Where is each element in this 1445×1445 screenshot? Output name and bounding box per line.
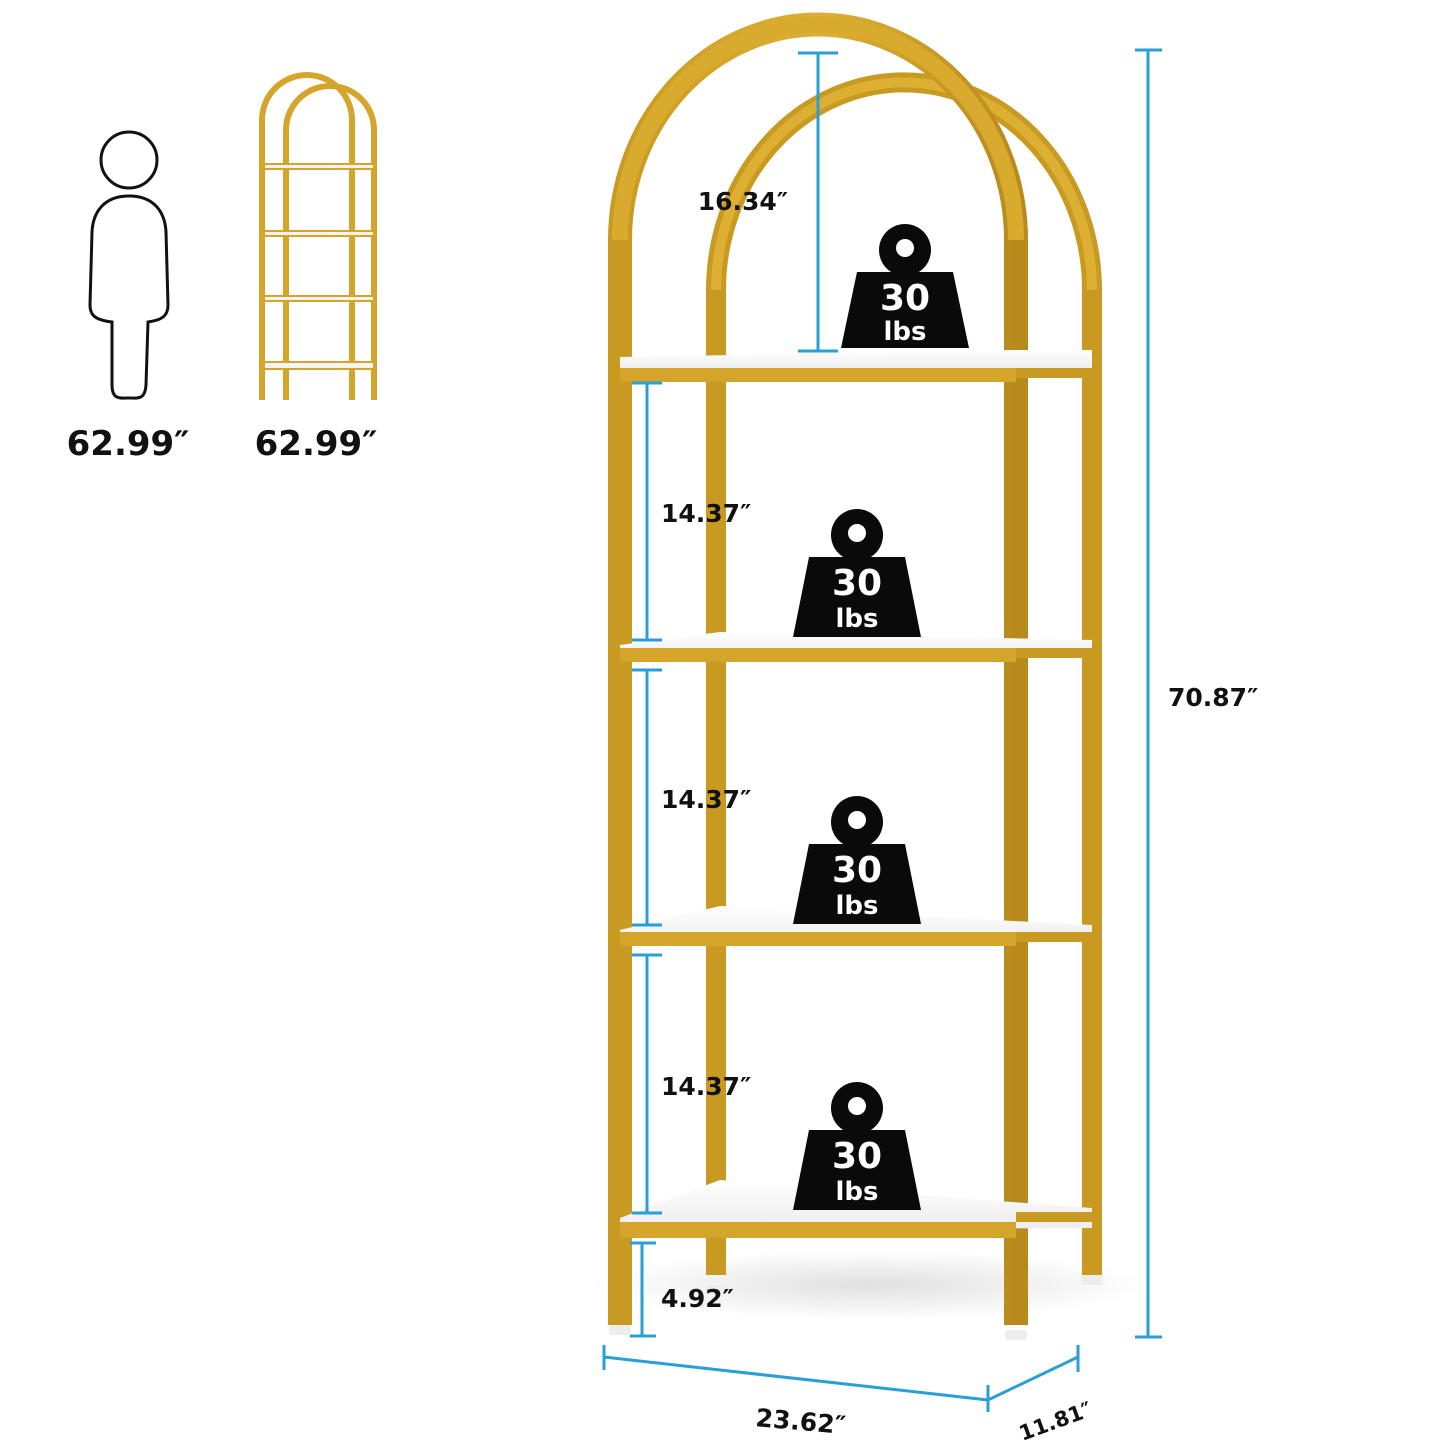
weight-icon-shelf-2: 30 lbs — [793, 509, 921, 637]
width-label: 23.62″ — [755, 1403, 847, 1440]
svg-text:30: 30 — [832, 1136, 882, 1177]
total-height-dimension-line — [1135, 48, 1162, 1339]
arch-clearance-dimension-line — [798, 51, 838, 353]
svg-text:lbs: lbs — [884, 317, 927, 347]
shelf-2 — [620, 632, 1092, 662]
svg-text:30: 30 — [832, 563, 882, 604]
svg-text:lbs: lbs — [836, 1177, 879, 1207]
shelf-gap-2-label: 14.37″ — [661, 785, 751, 814]
shelf-gap-3-label: 14.37″ — [661, 1072, 751, 1101]
arch-clearance-label: 16.34″ — [698, 187, 788, 216]
floor-clearance-label: 4.92″ — [661, 1284, 734, 1313]
svg-text:lbs: lbs — [836, 604, 879, 634]
shelf-gap-1-dimension-line — [632, 381, 662, 642]
svg-text:30: 30 — [880, 278, 930, 319]
shelf-gap-2-dimension-line — [632, 668, 662, 927]
person-outline-icon — [88, 130, 170, 400]
depth-dimension-line — [987, 1345, 1080, 1402]
weight-icon-shelf-1: 30 lbs — [841, 224, 969, 348]
width-dimension-line — [602, 1345, 990, 1412]
svg-text:30: 30 — [832, 850, 882, 891]
shelf-gap-1-label: 14.37″ — [661, 499, 751, 528]
weight-icon-shelf-3: 30 lbs — [793, 796, 921, 924]
person-height-label: 62.99″ — [67, 424, 190, 464]
depth-label: 11.81″ — [1016, 1397, 1095, 1445]
shelf-3 — [620, 906, 1092, 946]
shelf-thumbnail-height-label: 62.99″ — [255, 424, 378, 464]
floor-clearance-dimension-line — [630, 1241, 656, 1338]
total-height-label: 70.87″ — [1168, 683, 1258, 712]
shelf-thumbnail-icon — [259, 72, 377, 400]
shelf-gap-3-dimension-line — [632, 953, 662, 1215]
shelf-1 — [620, 350, 1092, 382]
svg-text:lbs: lbs — [836, 891, 879, 921]
weight-icon-shelf-4: 30 lbs — [793, 1082, 921, 1210]
